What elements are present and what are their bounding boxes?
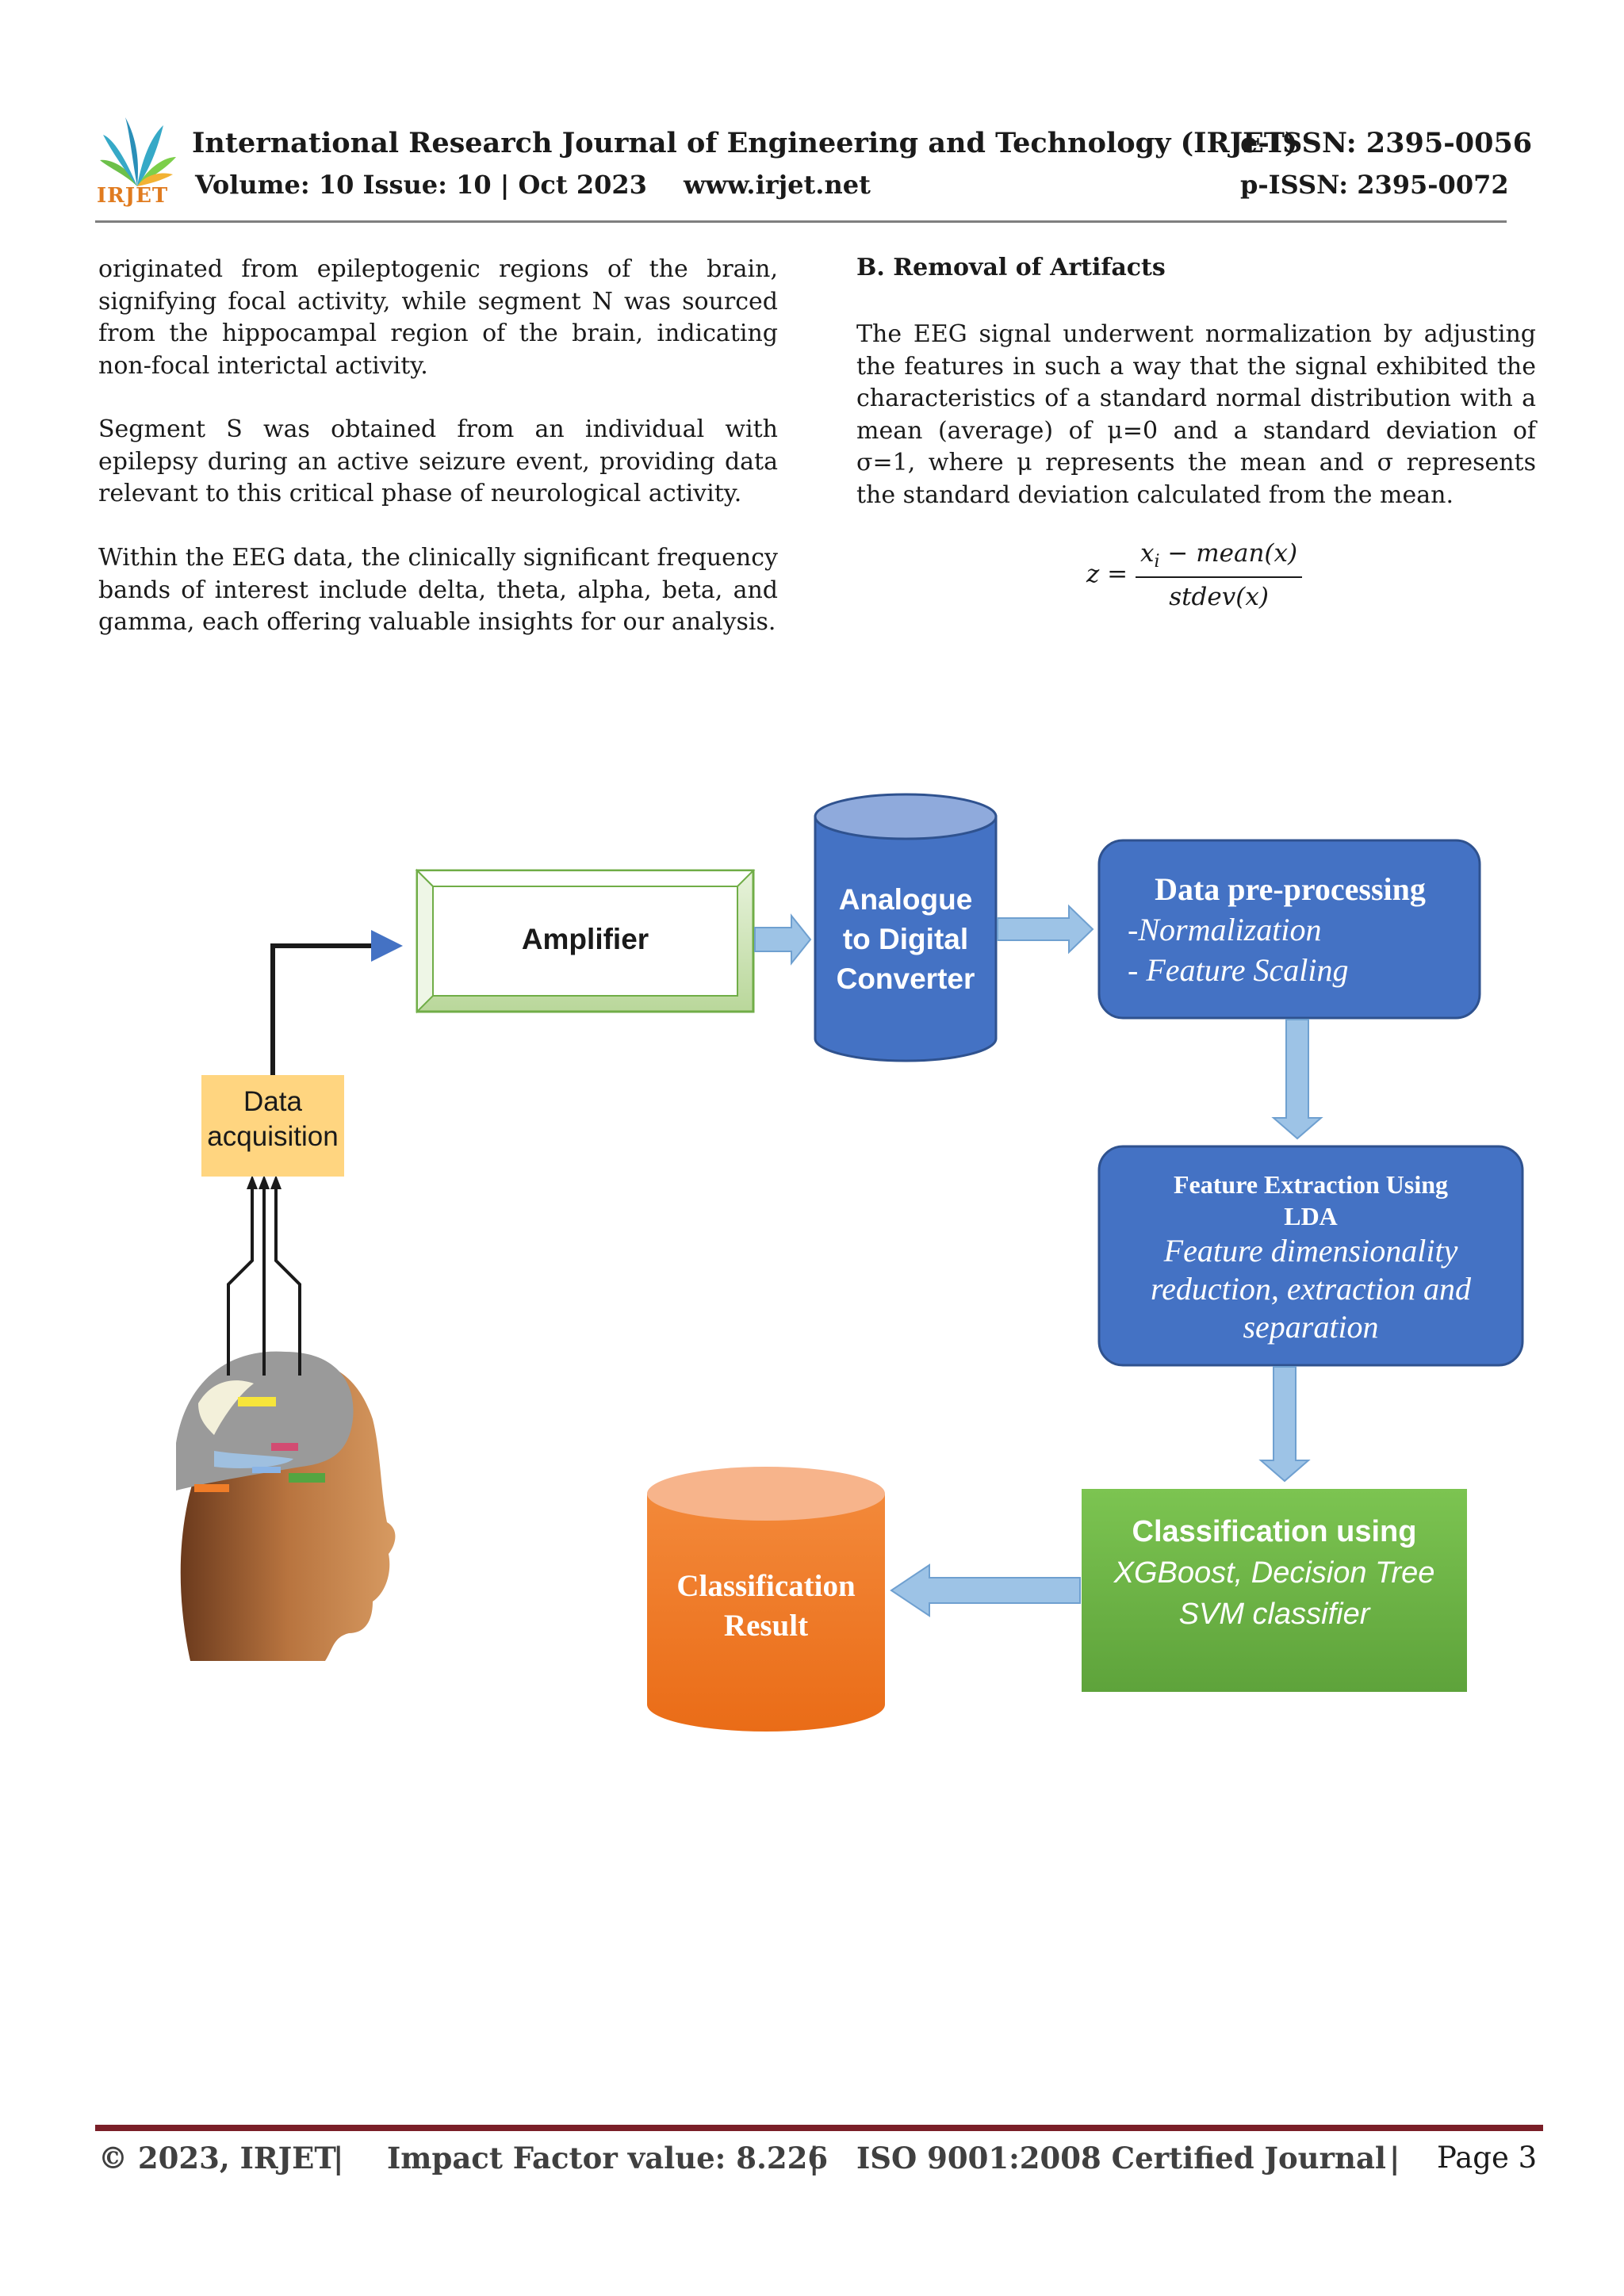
data-acquisition-label: Data acquisition — [207, 1086, 339, 1152]
adc-cylinder — [814, 793, 998, 1062]
right-paragraph-1: The EEG signal underwent normalization b… — [856, 320, 1536, 509]
feature-extraction-box — [1097, 1145, 1524, 1367]
acq-to-amp-line — [270, 943, 373, 1075]
equation-fraction: xi − mean(x) stdev(x) — [1136, 539, 1303, 612]
section-heading: B. Removal of Artifacts — [856, 254, 1166, 281]
journal-title: International Research Journal of Engine… — [192, 127, 1298, 159]
footer-impact: Impact Factor value: 8.226 — [387, 2141, 829, 2175]
irjet-logo: IRJET — [94, 111, 181, 212]
adc-label: Analogue to Digital Converter — [836, 883, 975, 995]
left-paragraph-3: Within the EEG data, the clinically sign… — [98, 544, 779, 636]
equation-denominator: stdev(x) — [1169, 583, 1269, 612]
preprocessing-box — [1097, 839, 1481, 1020]
amplifier-box — [415, 868, 756, 1014]
data-acquisition-box — [201, 1075, 344, 1177]
electrode-wires — [227, 1185, 301, 1376]
feature-to-classif-arrow — [1258, 1366, 1311, 1483]
footer-page: Page 3 — [1437, 2141, 1538, 2175]
classification-box — [1082, 1489, 1467, 1692]
preproc-title: Data pre-processing — [1155, 871, 1426, 907]
result-cylinder — [647, 1467, 885, 1732]
result-label: Classification Result — [676, 1569, 856, 1643]
wire-arrowheads — [247, 1175, 282, 1189]
volume-info: Volume: 10 Issue: 10 | Oct 2023 — [195, 170, 647, 200]
preproc-item-2: - Feature Scaling — [1128, 952, 1349, 988]
footer-rule — [95, 2125, 1543, 2131]
logo-text: IRJET — [97, 184, 169, 208]
footer-copyright: © 2023, IRJET — [98, 2141, 336, 2175]
preproc-to-feature-arrow — [1271, 1019, 1323, 1140]
feature-title: Feature Extraction Using — [1173, 1170, 1449, 1199]
footer-sep-1: | — [333, 2141, 344, 2175]
amplifier-label: Amplifier — [521, 923, 649, 955]
pissn: p-ISSN: 2395-0072 — [1240, 170, 1509, 200]
classif-to-result-arrow — [890, 1563, 1081, 1617]
left-paragraph-1: originated from epileptogenic regions of… — [98, 255, 778, 380]
left-paragraph-2: Segment S was obtained from an individua… — [98, 415, 778, 507]
eissn: e-ISSN: 2395-0056 — [1240, 127, 1533, 159]
feature-extraction-label: Feature Extraction Using LDA Feature dim… — [1099, 1169, 1522, 1346]
acq-to-amp-arrowhead — [371, 930, 403, 962]
amp-to-adc-arrow — [754, 913, 812, 966]
equation-lhs: z = — [1086, 560, 1128, 589]
classification-label: Classification using XGBoost, Decision T… — [1082, 1511, 1467, 1635]
classif-title: Classification using — [1132, 1515, 1417, 1548]
footer-sep-3: | — [1389, 2141, 1400, 2175]
adc-to-preproc-arrow — [997, 904, 1094, 955]
feature-desc: Feature dimensionality — [1163, 1233, 1458, 1269]
zscore-equation: z = xi − mean(x) stdev(x) — [1086, 539, 1303, 612]
footer-iso: ISO 9001:2008 Certified Journal — [856, 2141, 1386, 2175]
preprocessing-label: Data pre-processing -Normalization - Fea… — [1128, 871, 1469, 989]
preproc-item-1: -Normalization — [1128, 912, 1322, 947]
website-link[interactable]: www.irjet.net — [684, 170, 871, 200]
header-rule — [95, 220, 1507, 223]
equation-numerator: xi − mean(x) — [1136, 539, 1303, 579]
footer-sep-2: | — [809, 2141, 820, 2175]
irjet-logo-icon — [100, 117, 176, 186]
head-brain-illustration — [176, 1351, 396, 1661]
